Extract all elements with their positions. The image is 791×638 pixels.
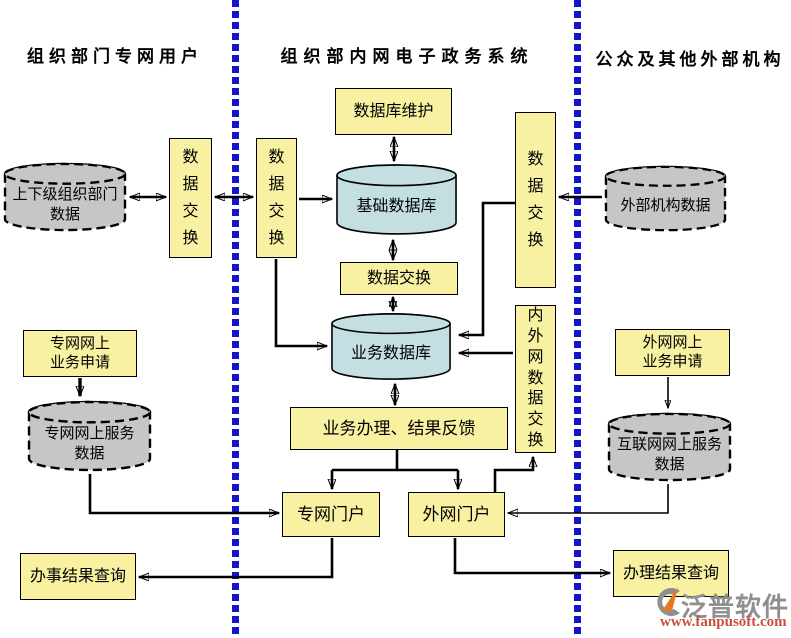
watermark: 泛普软件 www.fanpusoft.com xyxy=(648,585,791,635)
zone-title-public-external-orgs: 公众及其他外部机构 xyxy=(595,50,785,69)
node-label: 办事结果查询 xyxy=(29,567,126,585)
cylinder-shape xyxy=(27,400,152,472)
zone-title-private-network-users: 组织部门专网用户 xyxy=(27,47,203,66)
datastore-label: 业务数据库 xyxy=(350,344,431,362)
node-label: 办理结果查询 xyxy=(622,564,719,582)
cylinder-shape xyxy=(331,313,451,380)
fanpu-logo-icon xyxy=(657,587,680,616)
datastore-private-net-service-data: 专网网上服务 数据 xyxy=(27,400,152,473)
cylinder-shape xyxy=(604,165,727,232)
node-label: 数据交换 xyxy=(182,148,199,248)
zone-divider-right xyxy=(574,0,581,638)
watermark-url: www.fanpusoft.com xyxy=(660,614,787,630)
datastore-business-database: 业务数据库 xyxy=(330,312,452,382)
node-label: 专网网上 业务申请 xyxy=(49,334,110,371)
node-data-exchange-left: 数据交换 xyxy=(169,138,212,258)
datastore-base-database: 基础数据库 xyxy=(335,163,458,237)
datastore-upper-lower-org-data: 上下级组织部门 数据 xyxy=(3,162,127,233)
datastore-label: 互联网网上服务 数据 xyxy=(616,436,722,473)
node-label: 业务办理、结果反馈 xyxy=(322,418,476,438)
node-label: 数据库维护 xyxy=(353,102,434,120)
node-outer-net-online-application: 外网网上 业务申请 xyxy=(615,329,730,376)
node-private-net-portal: 专网门户 xyxy=(282,492,380,537)
node-label: 数据交换 xyxy=(527,150,544,250)
datastore-label: 上下级组织部门 数据 xyxy=(12,186,118,223)
datastore-label: 基础数据库 xyxy=(356,197,437,215)
node-label: 专网门户 xyxy=(297,504,365,524)
zone-title-intranet-egov-system: 组织部内网电子政务系统 xyxy=(280,47,534,66)
datastore-internet-service-data: 互联网网上服务 数据 xyxy=(607,412,732,483)
cylinder-shape xyxy=(336,164,457,235)
node-data-exchange-mid: 数据交换 xyxy=(340,262,458,295)
cylinder-shape xyxy=(607,412,732,482)
zone-divider-left xyxy=(232,0,239,638)
node-private-net-online-application: 专网网上 业务申请 xyxy=(23,330,137,377)
datastore-external-org-data: 外部机构数据 xyxy=(604,165,727,233)
datastore-label: 专网网上服务 数据 xyxy=(44,425,135,462)
cylinder-shape xyxy=(3,162,127,232)
datastore-label: 外部机构数据 xyxy=(620,197,711,215)
node-data-exchange-right: 数据交换 xyxy=(515,112,556,288)
node-outer-net-portal: 外网门户 xyxy=(408,492,505,537)
node-data-exchange-inner: 数据交换 xyxy=(256,138,297,258)
node-work-result-query: 办事结果查询 xyxy=(20,553,136,600)
node-label: 内外网数据交换 xyxy=(527,307,544,449)
node-label: 数据交换 xyxy=(366,269,431,287)
node-label: 数据交换 xyxy=(268,148,285,248)
node-label: 外网网上 业务申请 xyxy=(642,333,703,370)
node-label: 外网门户 xyxy=(422,504,491,524)
node-inner-outer-net-exchange: 内外网数据交换 xyxy=(515,305,556,453)
node-business-handling-feedback: 业务办理、结果反馈 xyxy=(290,407,508,450)
node-database-maintenance: 数据库维护 xyxy=(335,88,452,135)
watermark-brand: 泛普软件 xyxy=(681,593,790,622)
